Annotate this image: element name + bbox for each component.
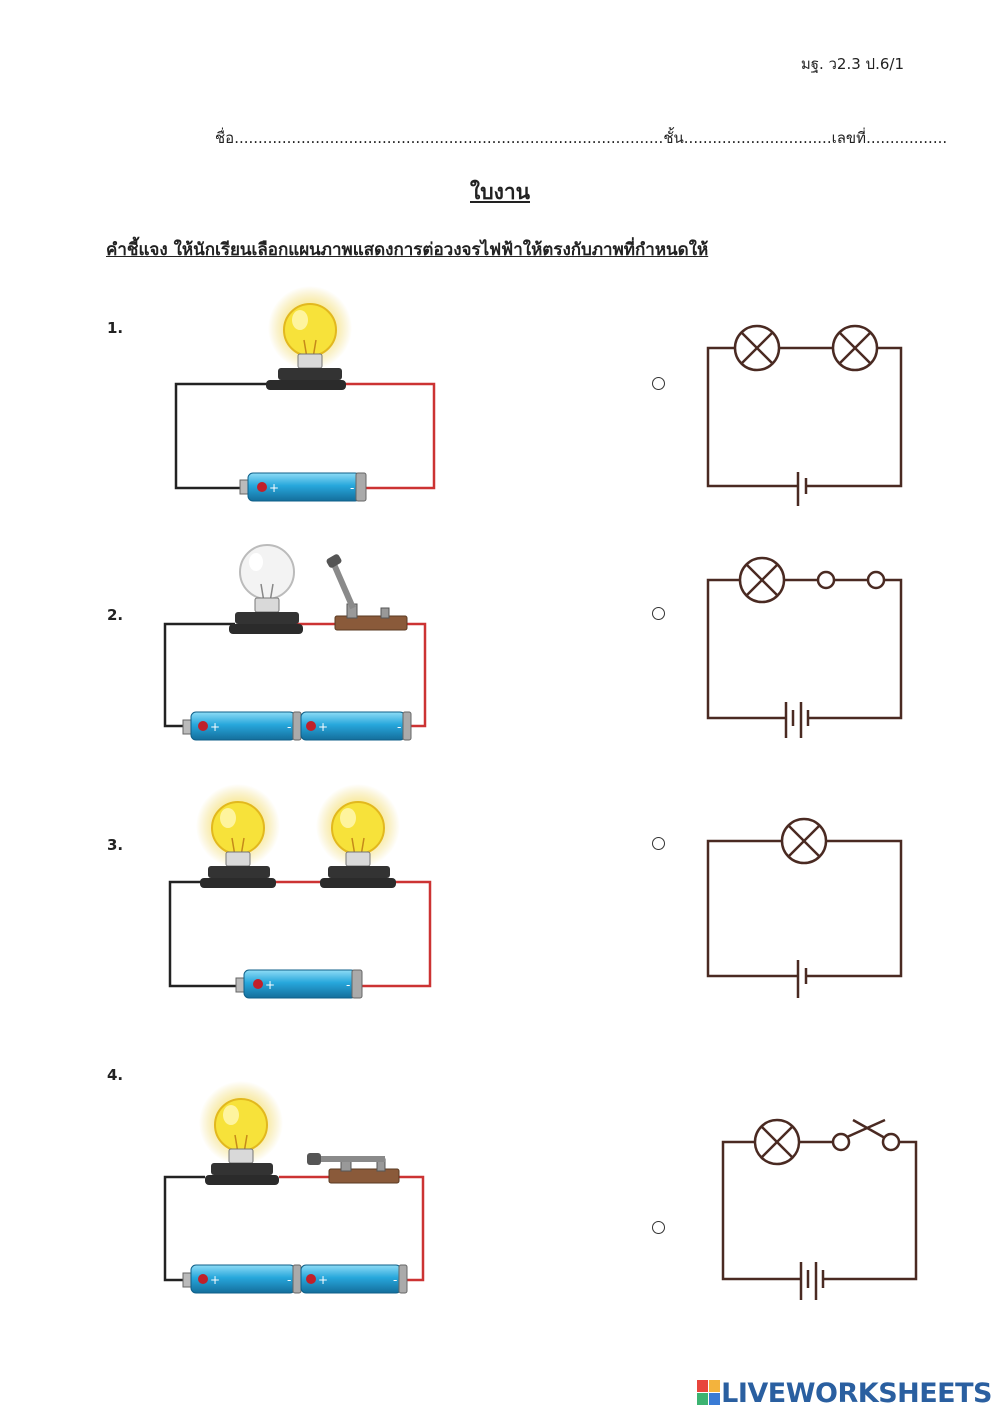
svg-text:-: - (350, 481, 354, 495)
schematic-lamp-open-two-cells (706, 556, 903, 738)
battery-icon: + - (300, 711, 412, 741)
svg-text:-: - (346, 978, 350, 992)
battery-icon: + - (235, 969, 363, 999)
circuit-picture-3: + - (168, 784, 432, 999)
question-4-number: 4. (107, 1066, 124, 1084)
student-info-line: ชื่อ....................................… (215, 126, 947, 150)
standard-code: มฐ. ว2.3 ป.6/1 (800, 55, 904, 73)
svg-text:+: + (318, 720, 328, 734)
circuit-picture-2: + - + - (163, 544, 427, 741)
number-field[interactable]: ................. (866, 129, 948, 147)
svg-text:+: + (210, 720, 220, 734)
lit-bulb-icon (196, 784, 280, 888)
lit-bulb-icon (316, 784, 400, 888)
svg-text:+: + (210, 1273, 220, 1287)
battery-icon: + - (182, 711, 302, 741)
battery-icon: + - (239, 472, 367, 502)
svg-text:+: + (265, 978, 275, 992)
svg-text:-: - (287, 1273, 291, 1287)
circuit-picture-4: + - + - (163, 1081, 425, 1294)
answer-radio-3[interactable] (652, 837, 665, 850)
circuit-picture-1: + - (174, 286, 436, 502)
knife-switch-icon (307, 1153, 400, 1184)
schematic-two-lamps-one-cell (706, 324, 903, 506)
battery-icon: + - (300, 1264, 408, 1294)
unlit-bulb-icon (229, 544, 303, 634)
answer-radio-4[interactable] (652, 1221, 665, 1234)
lit-bulb-icon (266, 286, 352, 390)
liveworksheets-wordmark: LIVEWORKSHEETS (721, 1377, 992, 1409)
svg-text:+: + (318, 1273, 328, 1287)
lamp-symbol-icon (753, 1118, 801, 1166)
lamp-symbol-icon (738, 556, 786, 604)
liveworksheets-logo: LIVEWORKSHEETS (697, 1377, 992, 1409)
knife-switch-icon (326, 554, 408, 631)
schematic-lamp-switch-two-cells (721, 1118, 918, 1300)
svg-text:-: - (397, 720, 401, 734)
instructions: คำชี้แจง ให้นักเรียนเลือกแผนภาพแสดงการต่… (106, 240, 709, 260)
question-1-number: 1. (107, 319, 124, 337)
class-field[interactable]: ............................... (683, 129, 832, 147)
worksheet-title: ใบงาน (470, 180, 530, 204)
schematic-one-lamp-one-cell (706, 817, 903, 998)
lamp-symbol-icon (831, 324, 879, 372)
svg-text:-: - (393, 1273, 397, 1287)
svg-text:-: - (287, 720, 291, 734)
lamp-symbol-icon (733, 324, 781, 372)
answer-radio-1[interactable] (652, 377, 665, 390)
battery-icon: + - (182, 1264, 302, 1294)
lit-bulb-icon (199, 1081, 283, 1185)
question-3-number: 3. (107, 836, 124, 854)
svg-text:+: + (269, 481, 279, 495)
answer-radio-2[interactable] (652, 607, 665, 620)
lamp-symbol-icon (780, 817, 828, 865)
liveworksheets-logo-icon (697, 1380, 721, 1405)
name-label: ชื่อ (215, 129, 235, 147)
class-label: ชั้น (663, 129, 684, 147)
question-2-number: 2. (107, 606, 124, 624)
name-field[interactable]: ........................................… (234, 129, 664, 147)
number-label: เลขที่ (831, 129, 867, 147)
